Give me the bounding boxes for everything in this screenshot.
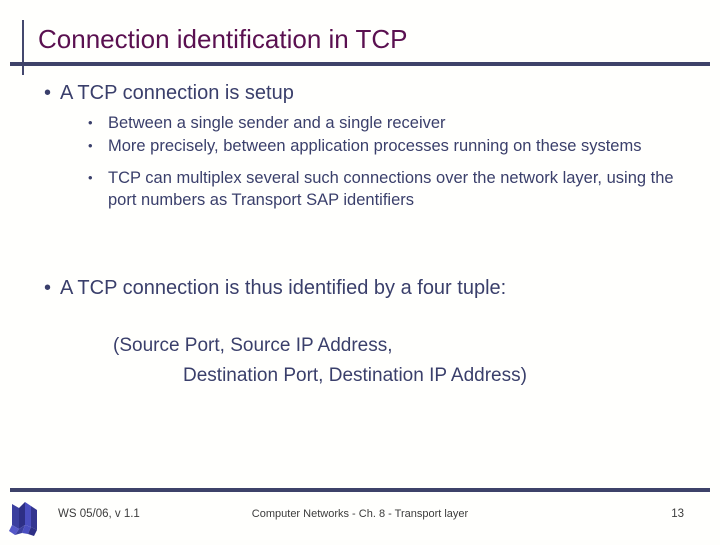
slide-header: Connection identification in TCP [0,0,720,78]
page-title: Connection identification in TCP [38,24,408,54]
bullet-level1-setup-text: A TCP connection is setup [60,82,294,104]
bullet-dot-icon: • [88,170,93,185]
list-item-text: More precisely, between application proc… [108,137,642,155]
footer-page-number: 13 [671,508,684,520]
university-book-logo-icon [6,498,48,540]
bullet-dot-icon: • [44,82,52,104]
four-tuple-block: (Source Port, Source IP Address, Destina… [113,331,693,391]
bullet-group-1: • A TCP connection is setup • Between a … [32,80,692,212]
bullet-dot-icon: • [44,277,52,299]
sub-bullet-list: • Between a single sender and a single r… [78,112,688,211]
title-vertical-rule [22,20,24,75]
bullet-level1-fourtuple-text: A TCP connection is thus identified by a… [60,277,507,299]
slide-footer: WS 05/06, v 1.1 Computer Networks - Ch. … [0,492,720,540]
footer-horizontal-rule [10,488,710,492]
title-horizontal-rule [10,62,710,66]
bullet-group-2: • A TCP connection is thus identified by… [32,275,692,301]
slide-body: • A TCP connection is setup • Between a … [0,78,720,478]
list-item: • More precisely, between application pr… [78,135,688,157]
list-item: • TCP can multiplex several such connect… [78,167,688,211]
list-item: • Between a single sender and a single r… [78,112,688,134]
footer-title-label: Computer Networks - Ch. 8 - Transport la… [251,508,469,520]
four-tuple-line-2: Destination Port, Destination IP Address… [183,365,527,386]
list-item-text: TCP can multiplex several such connectio… [108,169,674,209]
four-tuple-line-1: (Source Port, Source IP Address, [113,335,393,356]
bullet-level1-setup: • A TCP connection is setup [32,80,692,106]
bullet-dot-icon: • [88,138,93,153]
footer-version-label: WS 05/06, v 1.1 [58,508,140,520]
list-item-text: Between a single sender and a single rec… [108,114,446,132]
bullet-dot-icon: • [88,115,93,130]
bullet-level1-fourtuple: • A TCP connection is thus identified by… [32,275,692,301]
